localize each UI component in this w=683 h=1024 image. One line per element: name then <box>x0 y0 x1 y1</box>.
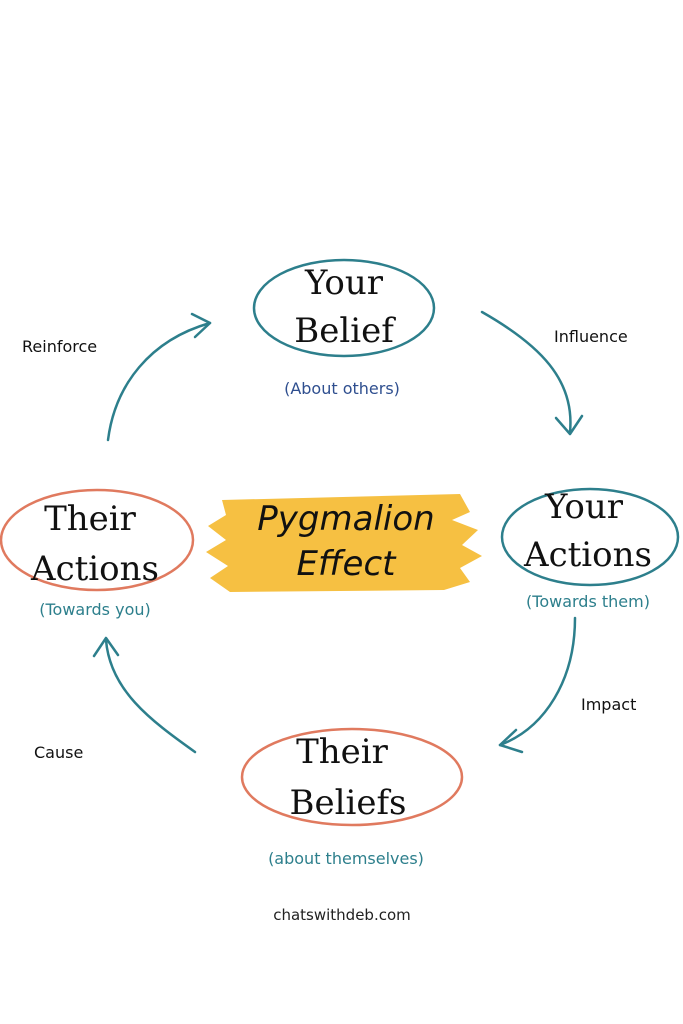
node-their-actions: Their Actions (Towards you) <box>0 488 195 619</box>
your-actions-ring <box>500 487 680 587</box>
edge-label-impact: Impact <box>581 695 636 714</box>
center-title-line1: Pygmalion <box>257 499 434 539</box>
their-actions-title-line1: Their <box>44 499 137 539</box>
arrow-cause <box>92 636 197 754</box>
your-actions-title-line1: Your <box>544 487 624 527</box>
your-belief-title-line1: Your <box>304 263 384 303</box>
center-title-line2: Effect <box>297 544 398 584</box>
edge-label-reinforce: Reinforce <box>22 337 97 356</box>
their-actions-subtitle: (Towards you) <box>39 600 151 619</box>
their-beliefs-subtitle: (about themselves) <box>268 849 424 868</box>
arrow-impact <box>498 616 577 754</box>
edge-label-influence: Influence <box>554 327 628 346</box>
your-actions-subtitle: (Towards them) <box>526 592 650 611</box>
their-beliefs-title-line1: Their <box>296 732 389 772</box>
their-actions-ring <box>0 488 195 592</box>
center-highlight <box>206 494 482 592</box>
their-actions-title-line2: Actions <box>30 549 159 589</box>
edge-label-cause: Cause <box>34 743 83 762</box>
node-your-actions: Your Actions (Towards them) <box>500 487 680 611</box>
your-belief-ring <box>252 258 436 358</box>
their-beliefs-ring <box>240 727 464 827</box>
footer-site: chatswithdeb.com <box>273 906 411 924</box>
arrow-influence <box>480 310 584 436</box>
your-actions-title-line2: Actions <box>523 535 652 575</box>
your-belief-subtitle: (About others) <box>284 379 400 398</box>
arrow-reinforce <box>106 312 212 442</box>
node-their-beliefs: Their Beliefs (about themselves) <box>240 727 464 868</box>
your-belief-title-line2: Belief <box>294 311 396 351</box>
node-your-belief: Your Belief (About others) <box>252 258 436 398</box>
their-beliefs-title-line2: Beliefs <box>289 783 406 823</box>
